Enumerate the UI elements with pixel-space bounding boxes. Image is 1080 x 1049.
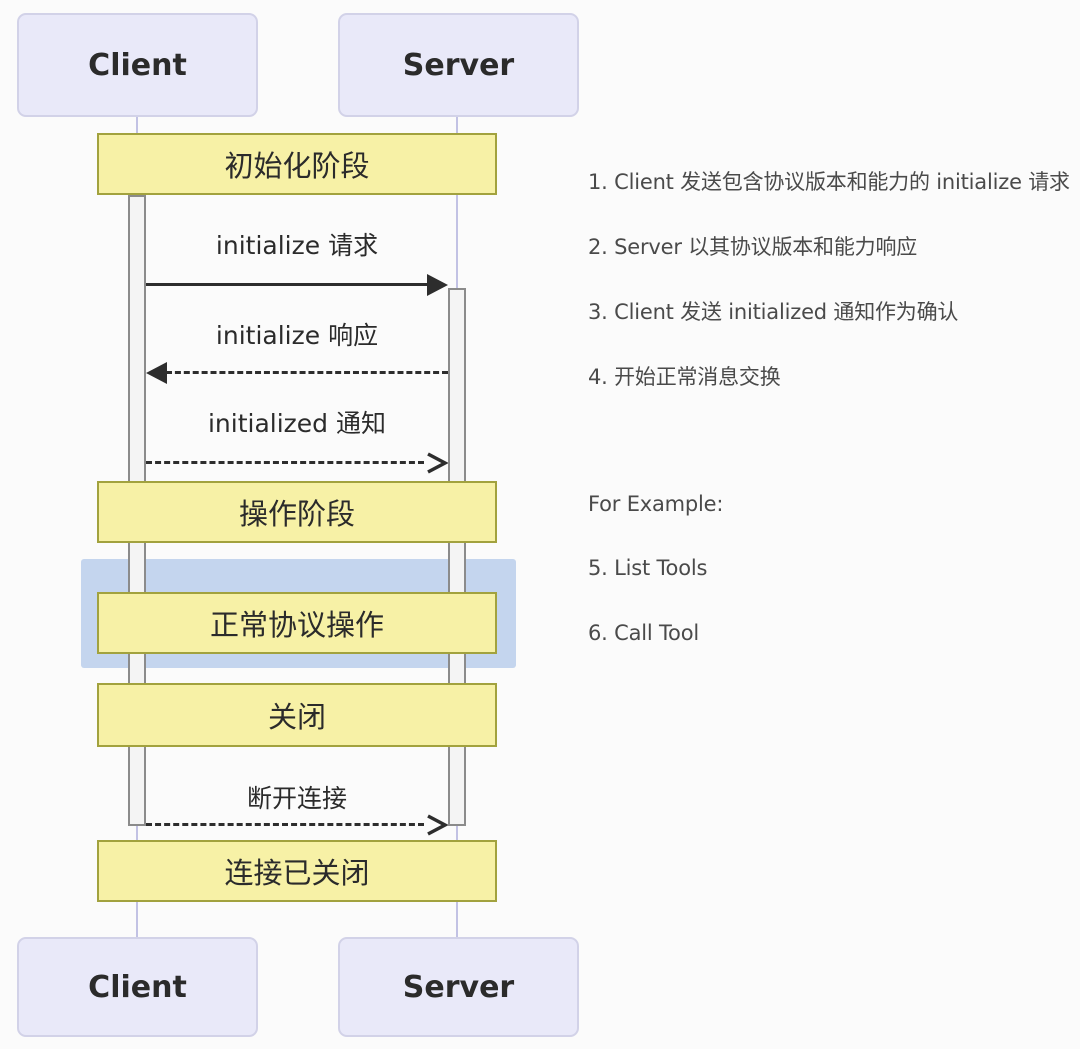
actor-client-bottom: Client (17, 937, 258, 1037)
annotation-example-list-tools: 5. List Tools (588, 556, 708, 580)
annotation-step-1: 1. Client 发送包含协议版本和能力的 initialize 请求 (588, 170, 1070, 194)
phase-band-initialization: 初始化阶段 (97, 133, 497, 195)
annotation-step-3: 3. Client 发送 initialized 通知作为确认 (588, 300, 959, 324)
annotation-example-call-tool: 6. Call Tool (588, 621, 699, 645)
phase-band-operation: 操作阶段 (97, 481, 497, 543)
message-line-initialize-request (146, 283, 428, 286)
message-label-initialized-notification: initialized 通知 (207, 409, 386, 438)
annotation-step-2: 2. Server 以其协议版本和能力响应 (588, 235, 918, 259)
message-line-disconnect (146, 823, 424, 826)
phase-band-connection-closed: 连接已关闭 (97, 840, 497, 902)
annotation-example-heading: For Example: (588, 492, 724, 516)
arrowhead-left-filled-icon (146, 362, 167, 384)
arrowhead-right-open-icon (422, 450, 448, 476)
message-label-disconnect: 断开连接 (246, 784, 347, 813)
actor-client-top: Client (17, 13, 258, 117)
message-line-initialize-response (166, 371, 448, 374)
actor-server-top: Server (338, 13, 579, 117)
message-line-initialized-notification (146, 461, 424, 464)
message-label-initialize-response: initialize 响应 (215, 321, 379, 350)
message-label-initialize-request: initialize 请求 (215, 231, 379, 260)
actor-server-bottom: Server (338, 937, 579, 1037)
arrowhead-right-filled-icon (427, 274, 448, 296)
phase-band-close: 关闭 (97, 683, 497, 747)
arrowhead-right-open-icon (422, 812, 448, 838)
phase-band-normal-protocol: 正常协议操作 (97, 592, 497, 654)
annotation-step-4: 4. 开始正常消息交换 (588, 365, 781, 389)
